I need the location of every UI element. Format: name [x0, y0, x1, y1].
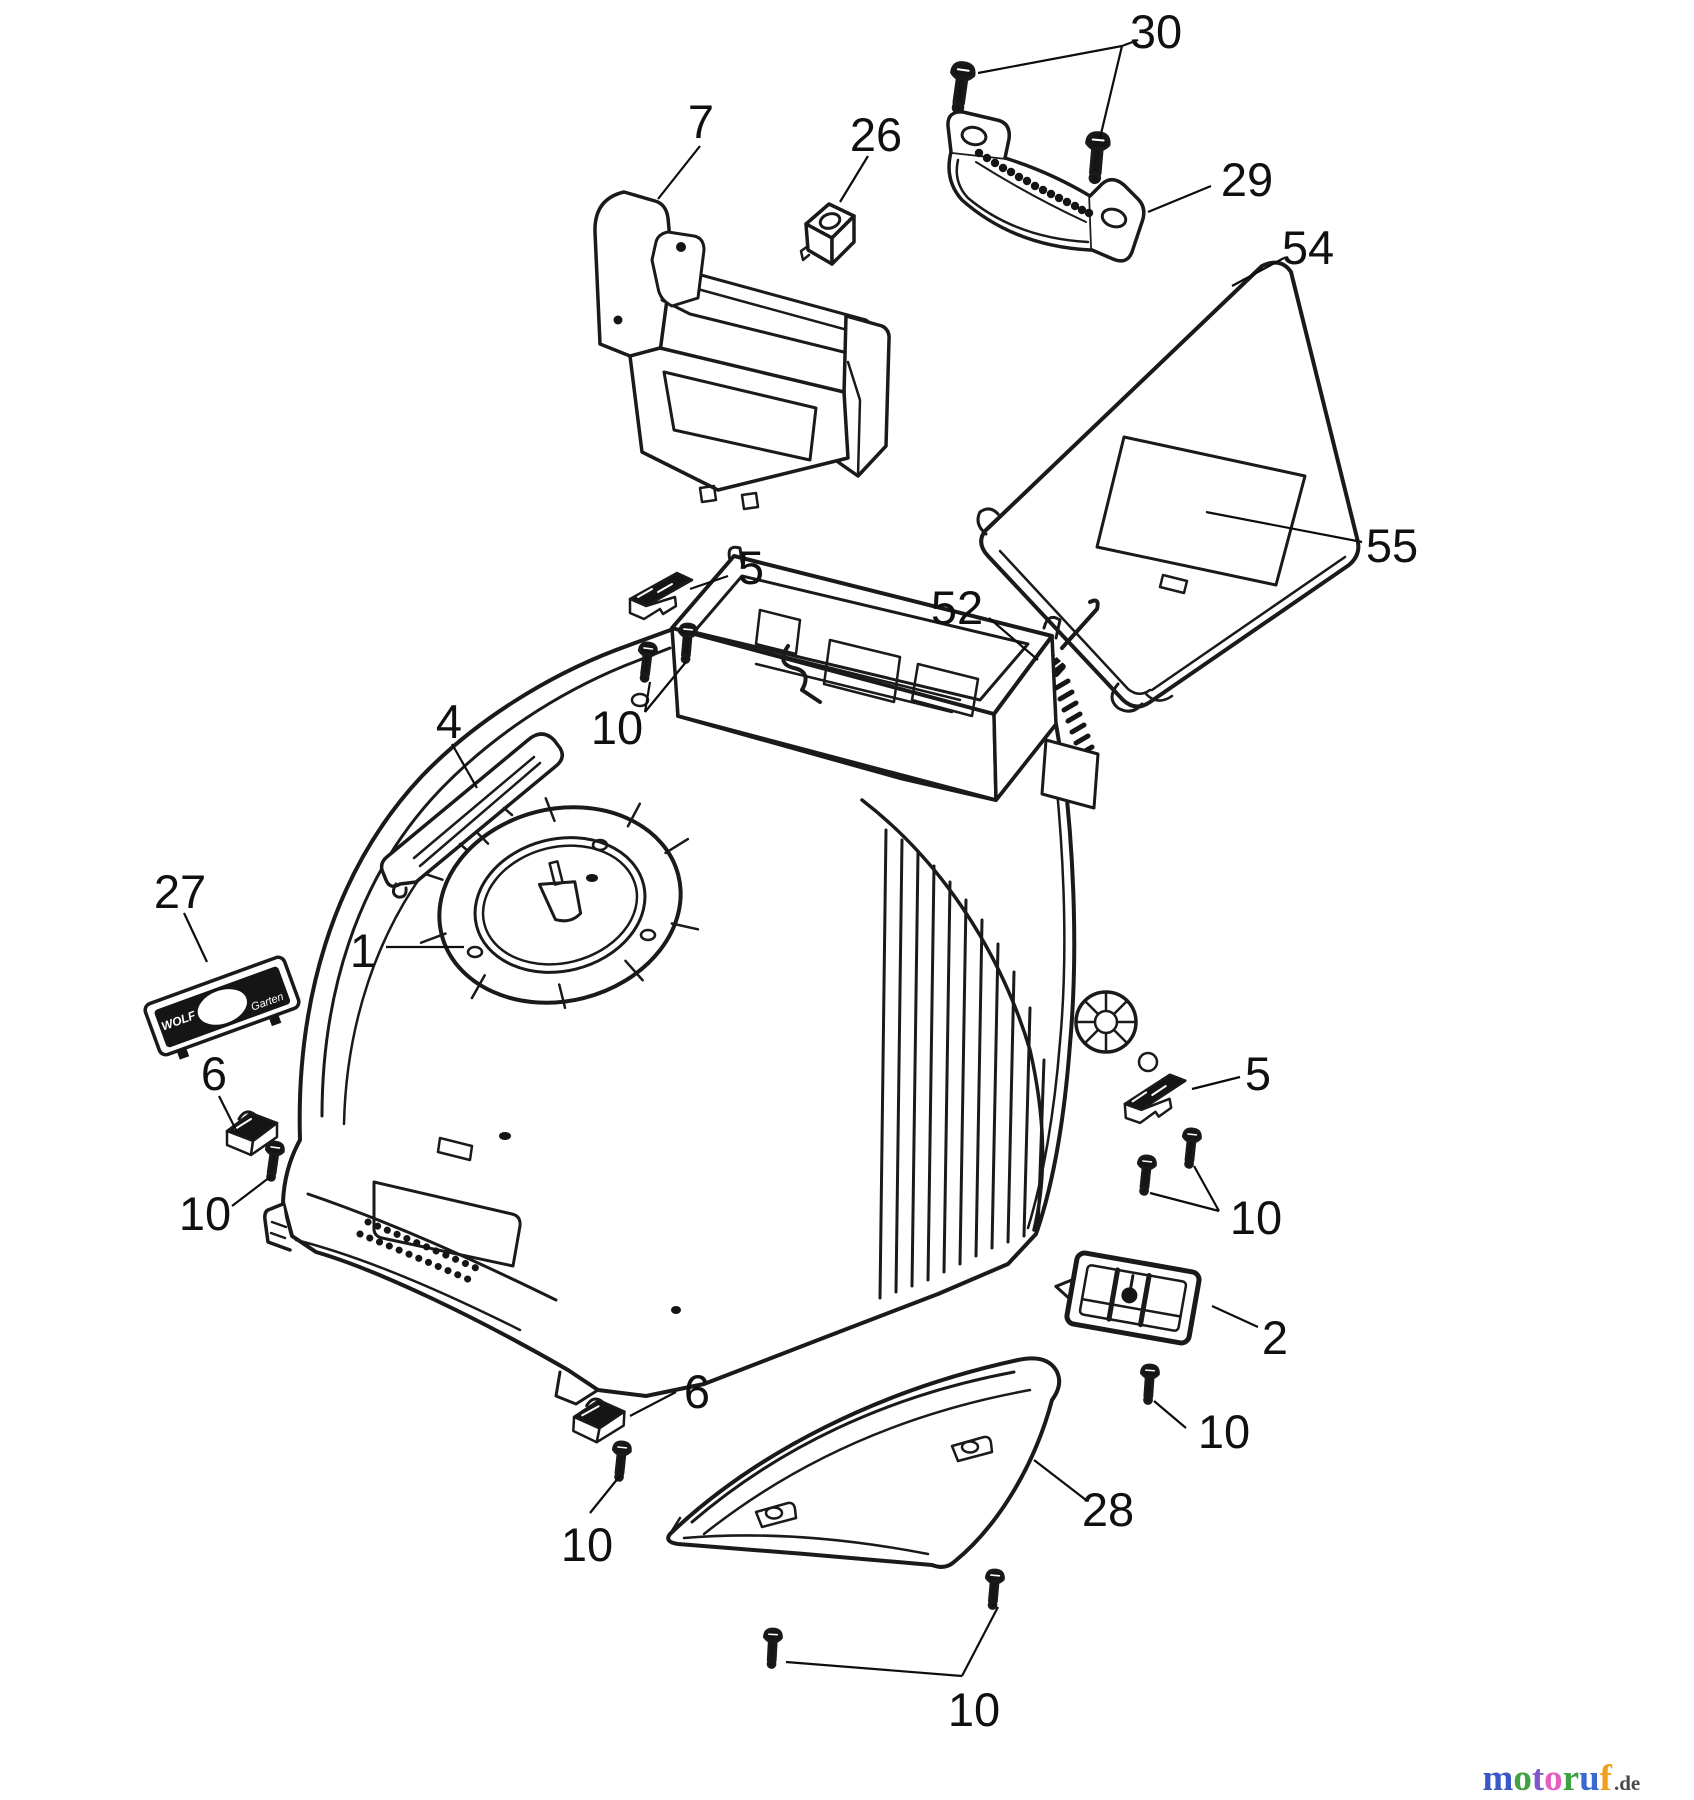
callout-54: 54: [1282, 221, 1334, 274]
callout-6-left: 6: [201, 1047, 227, 1100]
wheel-gear: [1074, 990, 1138, 1054]
motoruf-watermark-suffix: .de: [1614, 1771, 1640, 1795]
callout-10-right: 10: [1230, 1191, 1282, 1244]
blade-housing-ring: [416, 797, 700, 1010]
callout-26: 26: [850, 108, 902, 161]
callout-27: 27: [154, 865, 206, 918]
leader-lines: [183, 38, 1363, 1678]
callout-5-upper: 5: [738, 541, 764, 594]
part-1-deck-housing: [263, 545, 1159, 1406]
callout-10-bottom: 10: [948, 1683, 1000, 1736]
rear-housing-box: [670, 545, 1100, 810]
part-5-clip-right: [1121, 1071, 1190, 1126]
part-7-bracket: [593, 190, 891, 511]
part-5-clip-upper: [628, 571, 694, 621]
side-ribs: [860, 778, 1066, 1300]
callout-10-bottom-left: 10: [561, 1518, 613, 1571]
callout-55: 55: [1366, 519, 1418, 572]
part-2-vent-grille: [1054, 1250, 1202, 1346]
callout-5-right: 5: [1245, 1047, 1271, 1100]
callout-29: 29: [1221, 153, 1273, 206]
callout-1: 1: [350, 924, 376, 977]
part-54-cover: [976, 260, 1361, 713]
callout-2: 2: [1262, 1311, 1288, 1364]
part-29-handle-grip: [946, 110, 1146, 263]
callout-4: 4: [436, 695, 462, 748]
callout-7: 7: [688, 95, 714, 148]
callout-6-bottom: 6: [684, 1365, 710, 1418]
part-26-nut: [799, 202, 856, 266]
callout-28: 28: [1082, 1483, 1134, 1536]
part-27-brand-badge: WOLF Garten: [143, 955, 301, 1060]
part-55-label-sticker: [1095, 435, 1307, 595]
callout-52: 52: [931, 581, 983, 634]
part-28-deflector: [666, 1356, 1062, 1569]
motoruf-watermark: motoruf: [1483, 1758, 1613, 1799]
callout-10-right-lower: 10: [1198, 1405, 1250, 1458]
callout-10-left: 10: [179, 1187, 231, 1240]
callout-30: 30: [1130, 5, 1182, 58]
grip-serration: [974, 148, 1094, 218]
part-4-trim-strip: [379, 732, 564, 899]
part-6-latch-bottom: [571, 1396, 627, 1446]
callout-10-upper: 10: [591, 701, 643, 754]
